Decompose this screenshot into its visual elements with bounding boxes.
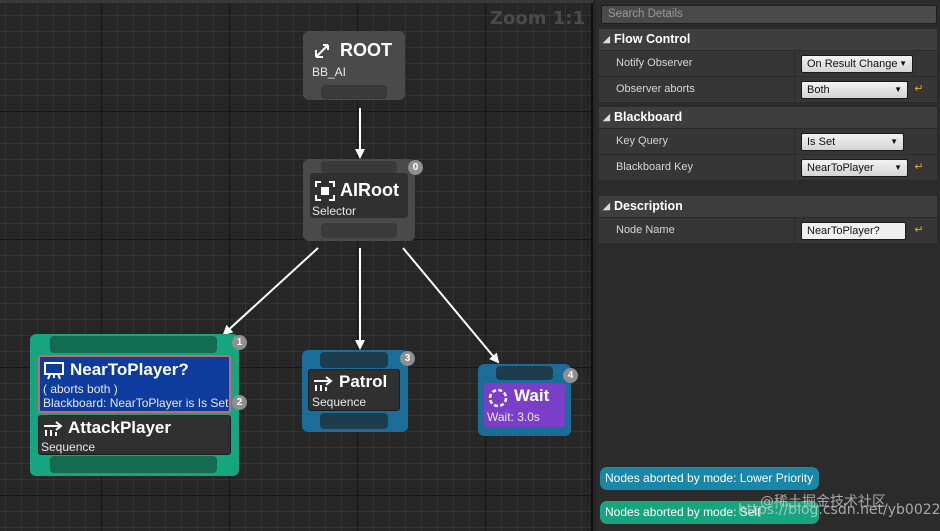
attack-player-subtitle: Sequence	[41, 440, 96, 454]
row-splitter[interactable]	[794, 129, 795, 154]
airoot-title: AIRoot	[340, 180, 399, 200]
node-name-row: Node Name NearToPlayer? ↵	[599, 218, 937, 244]
wait-body: Wait Wait: 3.0s	[484, 383, 565, 427]
legend-self: Nodes aborted by mode: Self	[600, 501, 819, 524]
flow-control-header: Flow Control	[614, 32, 691, 46]
wait-icon	[488, 388, 508, 408]
blackboard-key-value: NearToPlayer	[807, 162, 874, 174]
notify-observer-value: On Result Change	[807, 58, 898, 70]
zoom-label: Zoom 1:1	[489, 8, 585, 29]
patrol-title: Patrol	[339, 372, 388, 391]
key-query-dropdown[interactable]: Is Set ▼	[801, 133, 904, 151]
chevron-down-icon: ▼	[890, 137, 898, 146]
wire-airoot-to-wait	[402, 247, 500, 364]
notify-observer-dropdown[interactable]: On Result Change ▼	[801, 55, 913, 73]
patrol-output-pin[interactable]	[320, 413, 388, 429]
attack-player-input-pin[interactable]	[50, 336, 217, 353]
key-query-label: Key Query	[616, 135, 668, 147]
observer-aborts-label: Observer aborts	[616, 83, 695, 95]
notify-observer-row: Notify Observer On Result Change ▼	[599, 51, 937, 77]
flow-control-category[interactable]: ◢ Flow Control	[599, 29, 937, 50]
airoot-selector-node[interactable]: AIRoot Selector	[303, 159, 415, 241]
near-to-player-aborts: ( aborts both )	[43, 382, 118, 396]
row-splitter[interactable]	[794, 218, 795, 243]
patrol-body: Patrol Sequence	[308, 369, 400, 411]
collapse-triangle-icon[interactable]: ◢	[603, 34, 610, 44]
wait-task-node[interactable]: Wait Wait: 3.0s	[478, 364, 571, 436]
attack-player-sequence-node[interactable]: NearToPlayer? ( aborts both ) Blackboard…	[30, 334, 239, 476]
search-details-input[interactable]: Search Details	[601, 5, 937, 24]
blackboard-category[interactable]: ◢ Blackboard	[599, 107, 937, 128]
airoot-subtitle: Selector	[312, 204, 357, 218]
near-to-player-decorator[interactable]: NearToPlayer? ( aborts both ) Blackboard…	[38, 355, 231, 413]
root-arrow-icon	[315, 44, 329, 58]
blackboard-decorator-icon	[44, 362, 64, 380]
root-title: ROOT	[340, 40, 392, 60]
chevron-down-icon: ▼	[894, 85, 902, 94]
observer-aborts-value: Both	[807, 84, 830, 96]
attack-player-title: AttackPlayer	[68, 418, 172, 437]
details-panel: Search Details ◢ Flow Control Notify Obs…	[596, 0, 940, 531]
observer-aborts-row: Observer aborts Both ▼ ↵	[599, 77, 937, 103]
reset-to-default-icon[interactable]: ↵	[914, 83, 924, 95]
watermark-url: https://blog.csdn.net/yb0022	[738, 502, 940, 518]
row-splitter[interactable]	[794, 77, 795, 102]
behavior-tree-graph[interactable]: Zoom 1:1 ROOT BB_AI AIRoot Selec	[0, 0, 593, 531]
sequence-icon	[314, 376, 333, 391]
blackboard-key-label: Blackboard Key	[616, 161, 694, 173]
node-name-label: Node Name	[616, 224, 675, 236]
wait-subtitle: Wait: 3.0s	[487, 410, 540, 424]
patrol-subtitle: Sequence	[312, 395, 367, 409]
selector-icon	[315, 181, 335, 201]
airoot-output-pin[interactable]	[321, 223, 397, 238]
attack-player-body: AttackPlayer Sequence	[38, 415, 231, 455]
blackboard-header: Blackboard	[614, 110, 683, 124]
airoot-input-pin[interactable]	[321, 161, 397, 173]
blackboard-key-row: Blackboard Key NearToPlayer ▼ ↵	[599, 155, 937, 181]
row-splitter[interactable]	[794, 51, 795, 76]
patrol-sequence-node[interactable]: Patrol Sequence	[302, 350, 408, 432]
sequence-icon	[44, 421, 63, 436]
near-to-player-condition: Blackboard: NearToPlayer is Is Set	[43, 396, 229, 410]
legend-lower-priority: Nodes aborted by mode: Lower Priority	[600, 467, 819, 490]
patrol-execution-index: 3	[400, 351, 415, 366]
reset-to-default-icon[interactable]: ↵	[914, 161, 924, 173]
near-to-player-title: NearToPlayer?	[70, 360, 189, 379]
root-node[interactable]: ROOT BB_AI	[303, 31, 405, 100]
blackboard-key-dropdown[interactable]: NearToPlayer ▼	[801, 159, 908, 177]
collapse-triangle-icon[interactable]: ◢	[603, 112, 610, 122]
watermark-text: @稀土掘金技术社区	[760, 494, 886, 510]
chevron-down-icon: ▼	[894, 163, 902, 172]
row-splitter[interactable]	[794, 155, 795, 180]
node-name-field[interactable]: NearToPlayer?	[801, 222, 906, 240]
patrol-input-pin[interactable]	[320, 352, 388, 368]
collapse-triangle-icon[interactable]: ◢	[603, 201, 610, 211]
key-query-row: Key Query Is Set ▼	[599, 129, 937, 155]
near-to-player-execution-index: 2	[232, 395, 247, 410]
reset-to-default-icon[interactable]: ↵	[914, 224, 924, 236]
key-query-value: Is Set	[807, 136, 836, 148]
attack-player-execution-index: 1	[232, 335, 247, 350]
chevron-down-icon: ▼	[899, 59, 907, 68]
airoot-body	[310, 173, 408, 218]
graph-top-border	[0, 0, 593, 3]
notify-observer-label: Notify Observer	[616, 57, 693, 69]
attack-player-output-pin[interactable]	[50, 456, 217, 473]
root-subtitle: BB_AI	[312, 65, 347, 79]
wait-execution-index: 4	[563, 368, 578, 383]
root-output-pin[interactable]	[321, 85, 387, 99]
description-category[interactable]: ◢ Description	[599, 196, 937, 217]
graph-wires	[222, 108, 500, 364]
wait-title: Wait	[514, 386, 550, 405]
observer-aborts-dropdown[interactable]: Both ▼	[801, 81, 908, 99]
wait-input-pin[interactable]	[496, 366, 553, 380]
description-header: Description	[614, 199, 683, 213]
airoot-execution-index: 0	[408, 160, 423, 175]
wire-airoot-to-near	[222, 247, 319, 336]
